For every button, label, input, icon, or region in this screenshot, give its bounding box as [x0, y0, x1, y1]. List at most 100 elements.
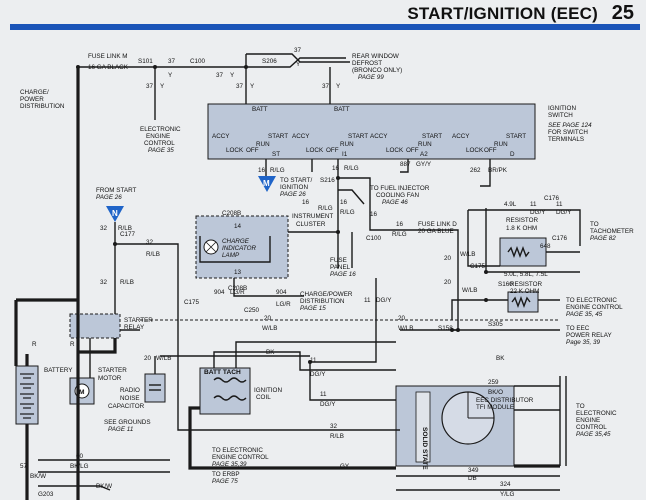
wire-16: 16 — [302, 199, 310, 206]
charge-power-3: DISTRIBUTION — [20, 103, 65, 110]
wire-32: 32 — [100, 225, 108, 232]
s160-label: S160 — [498, 281, 513, 288]
ign-switch-1: IGNITION — [548, 105, 576, 112]
wire-y: Y — [250, 83, 255, 90]
see-grounds-1: SEE GROUNDS — [104, 419, 151, 426]
fuel-inj-3: PAGE 46 — [382, 199, 408, 206]
fuse-link-m-gauge: 16 GA BLACK — [88, 64, 129, 71]
wire-rlg: R/LG — [318, 205, 333, 212]
badge-n-label: N — [112, 209, 118, 218]
starter-relay-2: RELAY — [124, 324, 145, 331]
wire-887: 887 — [400, 161, 411, 168]
fuse-link-d-2: 20 GA BLUE — [418, 228, 454, 235]
accy1: ACCY — [212, 133, 230, 140]
wire-lgr: LG/R — [276, 301, 291, 308]
eec-r2-4: CONTROL — [576, 424, 607, 431]
c175-left: C175 — [184, 299, 200, 306]
wire-brpk: BR/PK — [488, 167, 508, 174]
wire-37: 37 — [294, 47, 302, 54]
page-title: START/IGNITION (EEC) — [407, 4, 598, 23]
eec-r1-2: ENGINE CONTROL — [566, 304, 623, 311]
from-start-1: FROM START — [96, 187, 136, 194]
fuel-inj-1: TO FUEL INJECTOR — [370, 185, 430, 192]
wire-dgy: DG/Y — [310, 371, 326, 378]
cp-dist-3: PAGE 15 — [300, 305, 326, 312]
wire-20: 20 — [444, 279, 452, 286]
tach-3: PAGE 82 — [590, 235, 616, 242]
capacitor-icon — [149, 384, 161, 391]
solid-state-bar — [415, 391, 431, 463]
c100-mid-label: C100 — [366, 235, 382, 242]
eec-dist-1: EEC DISTRIBUTOR — [476, 397, 534, 404]
wire-network — [14, 53, 581, 500]
resistor-18k-box — [499, 237, 547, 267]
fuse-panel-1: FUSE — [330, 257, 347, 264]
s158-label: S158 — [438, 325, 453, 332]
page-number: 25 — [611, 2, 634, 24]
off1: OFF — [246, 147, 259, 154]
ign-switch-4: FOR SWITCH — [548, 129, 588, 136]
wire-bkw: BK/W — [30, 473, 46, 480]
batt1: BATT — [252, 106, 268, 113]
tach-2: TACHOMETER — [590, 228, 634, 235]
accy4: ACCY — [452, 133, 470, 140]
c175-right: C175 — [470, 263, 486, 270]
wire-20: 20 — [264, 315, 272, 322]
start1: START — [268, 133, 288, 140]
radio-cap-1: RADIO — [120, 387, 140, 394]
c177-label: C177 — [120, 231, 136, 238]
labels-layer: FUSE LINK M 16 GA BLACK S101 C100 S206 3… — [20, 47, 634, 498]
ign-switch-5: TERMINALS — [548, 136, 584, 143]
resistor-18k-2: 1.8 K OHM — [506, 225, 537, 232]
wire-bko: BK/O — [488, 389, 503, 396]
batt2: BATT — [334, 106, 350, 113]
wire-37: 37 — [168, 58, 176, 65]
wire-20: 20 — [444, 255, 452, 262]
term-a2: A2 — [420, 151, 428, 158]
resistor-18k-1: RESISTOR — [506, 217, 539, 224]
battery-icon — [20, 373, 34, 419]
start2: START — [348, 133, 368, 140]
to-eec-bot-2: ENGINE CONTROL — [212, 454, 269, 461]
charge-power-1: CHARGE/ — [20, 89, 49, 96]
rear-defrost-1: REAR WINDOW — [352, 53, 399, 60]
rear-defrost-4: PAGE 99 — [358, 74, 384, 81]
wire-r: R — [32, 341, 37, 348]
wire-904: 904 — [276, 289, 287, 296]
wire-rlg: R/LG — [270, 167, 285, 174]
lock3: LOCK — [386, 147, 404, 154]
run3: RUN — [418, 141, 432, 148]
wire-32: 32 — [330, 423, 338, 430]
accy3: ACCY — [370, 133, 388, 140]
wire-324: 324 — [500, 481, 511, 488]
term-d: D — [510, 151, 515, 158]
to-eec-bot-3: PAGE 35,39 — [212, 461, 247, 468]
c176-mid: C176 — [552, 235, 568, 242]
wire-32: 32 — [100, 279, 108, 286]
wire-16: 16 — [396, 221, 404, 228]
off2: OFF — [326, 147, 339, 154]
wire-rlb: R/LB — [146, 251, 160, 258]
eec-control-1: ELECTRONIC — [140, 126, 181, 133]
c250-label: C250 — [244, 307, 260, 314]
wire-60: 60 — [76, 453, 84, 460]
start4: START — [506, 133, 526, 140]
radio-capacitor-box — [144, 373, 166, 403]
wire-57: 57 — [20, 463, 28, 470]
battery-box — [15, 365, 39, 425]
cp-dist-2: DISTRIBUTION — [300, 298, 345, 305]
wire-ylg: Y/LG — [500, 491, 514, 498]
eec-dist-2: TFI MODULE — [476, 404, 514, 411]
wire-20: 20 — [398, 315, 406, 322]
eec-r1-3: PAGE 35, 45 — [566, 311, 603, 318]
rear-defrost-2: DEFROST — [352, 60, 382, 67]
charge-lamp-3: LAMP — [222, 252, 240, 259]
fuse-link-d-1: FUSE LINK D — [418, 221, 457, 228]
wire-bk: BK — [266, 349, 275, 356]
charge-lamp-1: CHARGE — [222, 238, 250, 245]
see-grounds-2: PAGE 11 — [108, 426, 133, 433]
ign-switch-3: SEE PAGE 124 — [548, 122, 592, 129]
resistor-22k-1: RESISTOR — [510, 281, 543, 288]
ign-switch-2: SWITCH — [548, 112, 573, 119]
batt-tach-label: BATT TACH — [204, 369, 241, 376]
